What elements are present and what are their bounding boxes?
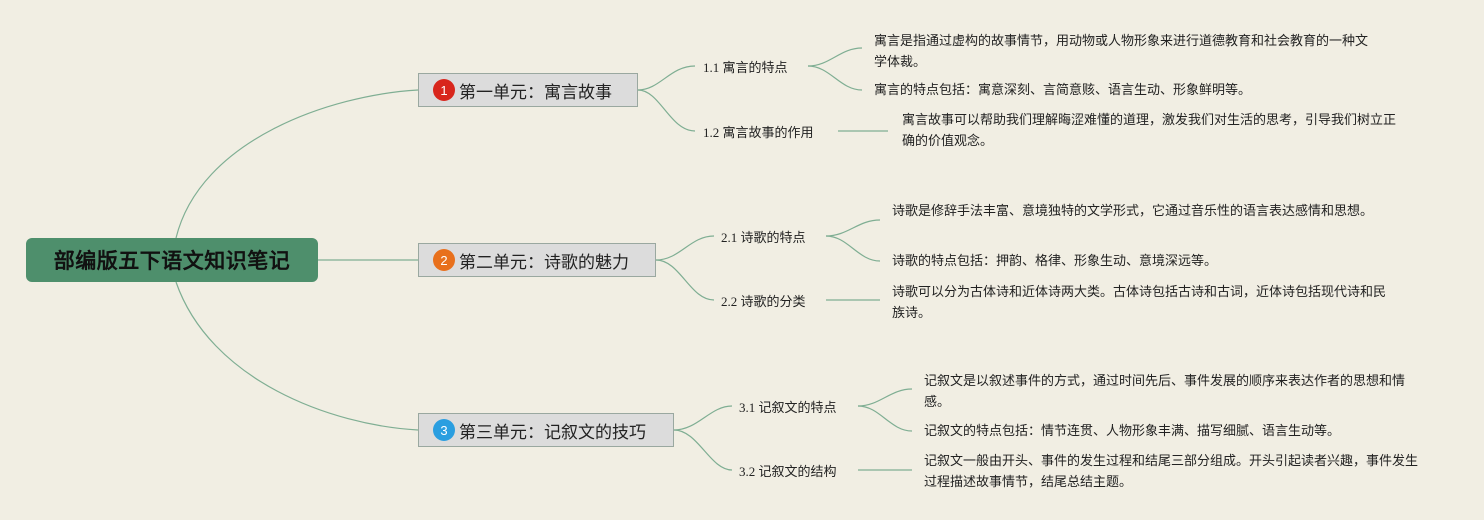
note-3-2-a[interactable]: 记叙文一般由开头、事件的发生过程和结尾三部分组成。开头引起读者兴趣，事件发生过程… xyxy=(924,454,1419,490)
connector-sub21-notes xyxy=(825,219,881,237)
connector-unit1-sub1 xyxy=(637,65,696,91)
note-1-1-b[interactable]: 寓言的特点包括：寓意深刻、言简意赅、语言生动、形象鲜明等。 xyxy=(874,83,1252,98)
note-1-2-a[interactable]: 寓言故事可以帮助我们理解晦涩难懂的道理，激发我们对生活的思考，引导我们树立正确的… xyxy=(902,113,1397,149)
note-2-1-b[interactable]: 诗歌的特点包括：押韵、格律、形象生动、意境深远等。 xyxy=(892,254,1218,269)
note-2-2-a[interactable]: 诗歌可以分为古体诗和近体诗两大类。古体诗包括古诗和古词，近体诗包括现代诗和民族诗… xyxy=(892,285,1387,321)
unit-3-topic[interactable]: 3 第三单元：记叙文的技巧 xyxy=(418,413,674,447)
connector-sub31-notes xyxy=(857,388,913,407)
connector-root-unit-3 xyxy=(175,281,419,431)
subtopic-1-1[interactable]: 1.1 寓言的特点 xyxy=(703,60,788,75)
subtopic-3-1[interactable]: 3.1 记叙文的特点 xyxy=(739,400,837,415)
unit-3-title: 第三单元：记叙文的技巧 xyxy=(459,422,646,443)
number-1-badge-icon: 1 xyxy=(433,79,455,101)
unit-2-topic[interactable]: 2 第二单元：诗歌的魅力 xyxy=(418,243,656,277)
note-3-1-a[interactable]: 记叙文是以叙述事件的方式，通过时间先后、事件发展的顺序来表达作者的思想和情感。 xyxy=(924,374,1406,410)
number-2-badge-icon: 2 xyxy=(433,249,455,271)
connector-root-unit-1 xyxy=(175,89,419,239)
connector-sub11-notes xyxy=(807,47,863,67)
root-topic[interactable]: 部编版五下语文知识笔记 xyxy=(26,238,318,282)
connector-unit1-sub2 xyxy=(637,89,696,132)
subtopic-3-2[interactable]: 3.2 记叙文的结构 xyxy=(739,464,837,479)
unit-1-topic[interactable]: 1 第一单元：寓言故事 xyxy=(418,73,638,107)
connector-unit3-sub2 xyxy=(673,429,733,471)
subtopic-2-2[interactable]: 2.2 诗歌的分类 xyxy=(721,294,806,309)
subtopic-2-1[interactable]: 2.1 诗歌的特点 xyxy=(721,230,806,245)
unit-2-title: 第二单元：诗歌的魅力 xyxy=(459,252,629,273)
unit-1-title: 第一单元：寓言故事 xyxy=(459,82,612,103)
subtopic-1-2[interactable]: 1.2 寓言故事的作用 xyxy=(703,125,814,140)
note-1-1-a[interactable]: 寓言是指通过虚构的故事情节，用动物或人物形象来进行道德教育和社会教育的一种文学体… xyxy=(874,34,1369,70)
connector-unit2-sub1 xyxy=(655,235,715,261)
note-2-1-a[interactable]: 诗歌是修辞手法丰富、意境独特的文学形式，它通过音乐性的语言表达感情和思想。 xyxy=(892,204,1374,219)
connector-unit2-sub2 xyxy=(655,259,715,301)
note-3-1-b[interactable]: 记叙文的特点包括：情节连贯、人物形象丰满、描写细腻、语言生动等。 xyxy=(924,424,1341,439)
number-3-badge-icon: 3 xyxy=(433,419,455,441)
connector-unit3-sub1 xyxy=(673,405,733,431)
